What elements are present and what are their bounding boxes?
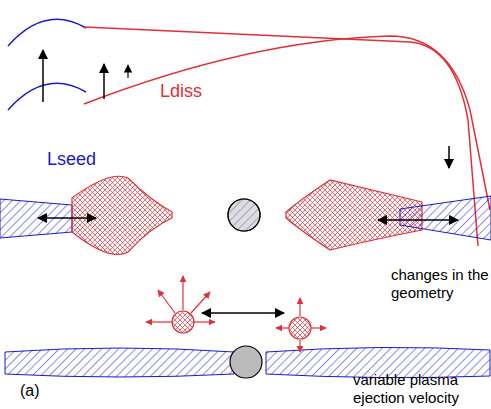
velocity-note: variable plasma ejection velocity xyxy=(353,371,489,407)
geometry-note: changes in the geometry xyxy=(391,266,489,302)
panel-label: (a) xyxy=(20,382,60,400)
seed-label: Lseed xyxy=(47,150,117,168)
diss-label: Ldiss xyxy=(160,82,230,100)
